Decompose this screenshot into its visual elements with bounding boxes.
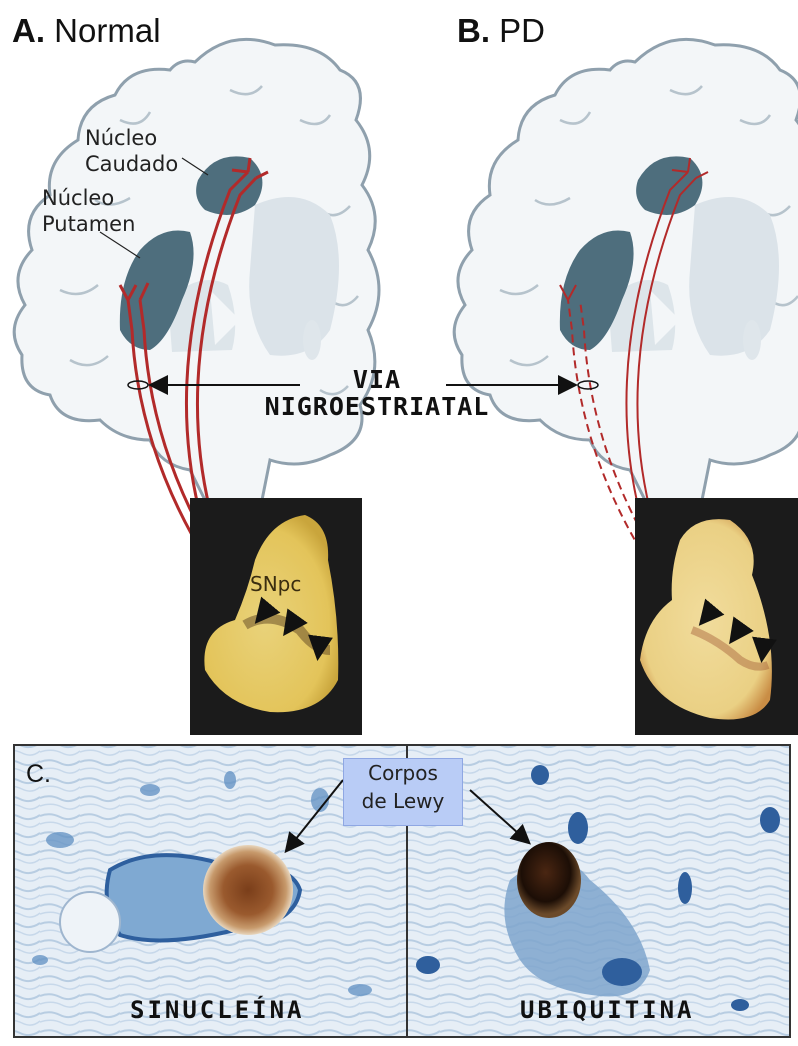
snpc-label: SNpc	[250, 572, 301, 596]
pathway-label-line2: NIGROESTRIATAL	[252, 393, 502, 420]
lewy-bodies-line2: de Lewy	[344, 787, 462, 815]
panel-b-name: PD	[499, 12, 545, 49]
stain-label-sinuclein: SINUCLEÍNA	[130, 996, 305, 1024]
putamen-label-line1: Núcleo	[42, 185, 135, 211]
putamen-label: Núcleo Putamen	[42, 185, 135, 237]
vacuole	[60, 892, 120, 952]
ventricle-small	[743, 320, 761, 360]
panel-b-title: B. PD	[457, 12, 545, 50]
panel-c-letter: C.	[26, 760, 51, 789]
deep-structure-left	[689, 197, 779, 356]
panel-a-title: A. Normal	[12, 12, 161, 50]
caudate-label: Núcleo Caudado	[85, 125, 178, 177]
pathway-label: VIA NIGROESTRIATAL	[252, 366, 502, 420]
panel-a-letter: A.	[12, 12, 45, 49]
lewy-body-sinuclein	[203, 845, 293, 935]
deep-structure-left	[249, 197, 339, 356]
stain-label-ubiquitin: UBIQUITINA	[520, 996, 695, 1024]
ventricle-small	[303, 320, 321, 360]
lewy-body-ubiquitin	[517, 842, 581, 918]
panel-a-name: Normal	[54, 12, 160, 49]
lewy-bodies-line1: Corpos	[344, 759, 462, 787]
caudate-label-line2: Caudado	[85, 151, 178, 177]
putamen-label-line2: Putamen	[42, 211, 135, 237]
panel-b-letter: B.	[457, 12, 490, 49]
pathway-label-line1: VIA	[252, 366, 502, 393]
panel-b	[454, 39, 798, 735]
nucleus-ubiquitin	[602, 958, 642, 986]
lewy-bodies-label: Corpos de Lewy	[343, 758, 463, 826]
caudate-label-line1: Núcleo	[85, 125, 178, 151]
